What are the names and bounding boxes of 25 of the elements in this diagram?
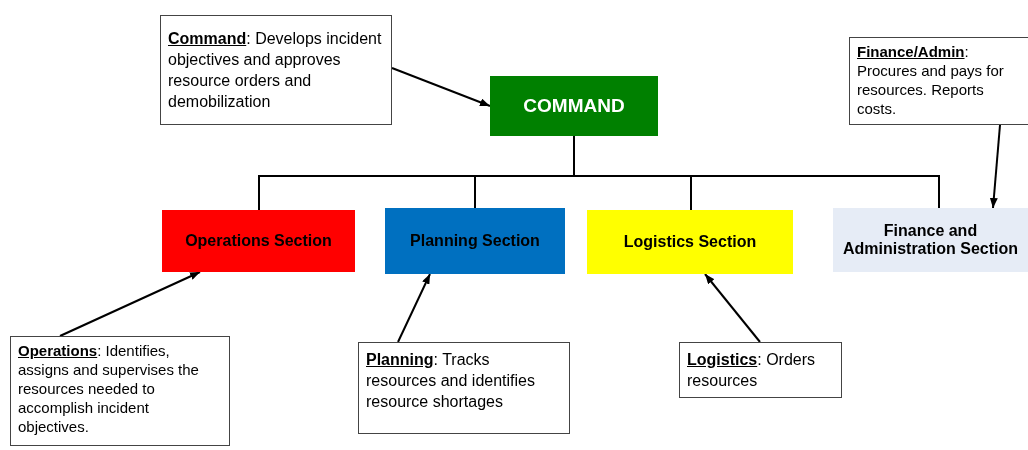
section-label: Logistics Section xyxy=(623,233,757,251)
section-box xyxy=(385,208,565,274)
callout-text: Operations: Identifies, assigns and supervises the resources needed to accomplish incident objectives. xyxy=(18,341,200,436)
arrow xyxy=(704,273,761,343)
callout-text: Command: Develops incident objectives and approves resource orders and demobilization xyxy=(168,29,383,112)
callout-text: Planning: Tracks resources and identifies resource shortages xyxy=(366,350,536,412)
section-box xyxy=(587,210,793,274)
callout-box xyxy=(358,342,570,434)
callout-text: Logistics: Orders resources xyxy=(687,350,817,391)
section-label: Operations Section xyxy=(185,232,332,250)
callout-box xyxy=(679,342,842,398)
callout-text: Finance/Admin: Procures and pays for resources. Reports costs. xyxy=(857,42,1005,118)
section-label: Planning Section xyxy=(410,232,540,250)
section-label: Finance and Administration Section xyxy=(841,222,1020,258)
section-box xyxy=(162,210,355,272)
arrow xyxy=(989,124,1001,209)
callout-box xyxy=(160,15,392,125)
section-box xyxy=(833,208,1028,272)
arrow xyxy=(59,271,201,337)
arrow xyxy=(397,273,431,343)
arrow xyxy=(391,67,491,107)
callout-box xyxy=(10,336,230,446)
callout-box xyxy=(849,37,1028,125)
command-box xyxy=(490,76,658,136)
section-label: COMMAND xyxy=(523,95,625,117)
